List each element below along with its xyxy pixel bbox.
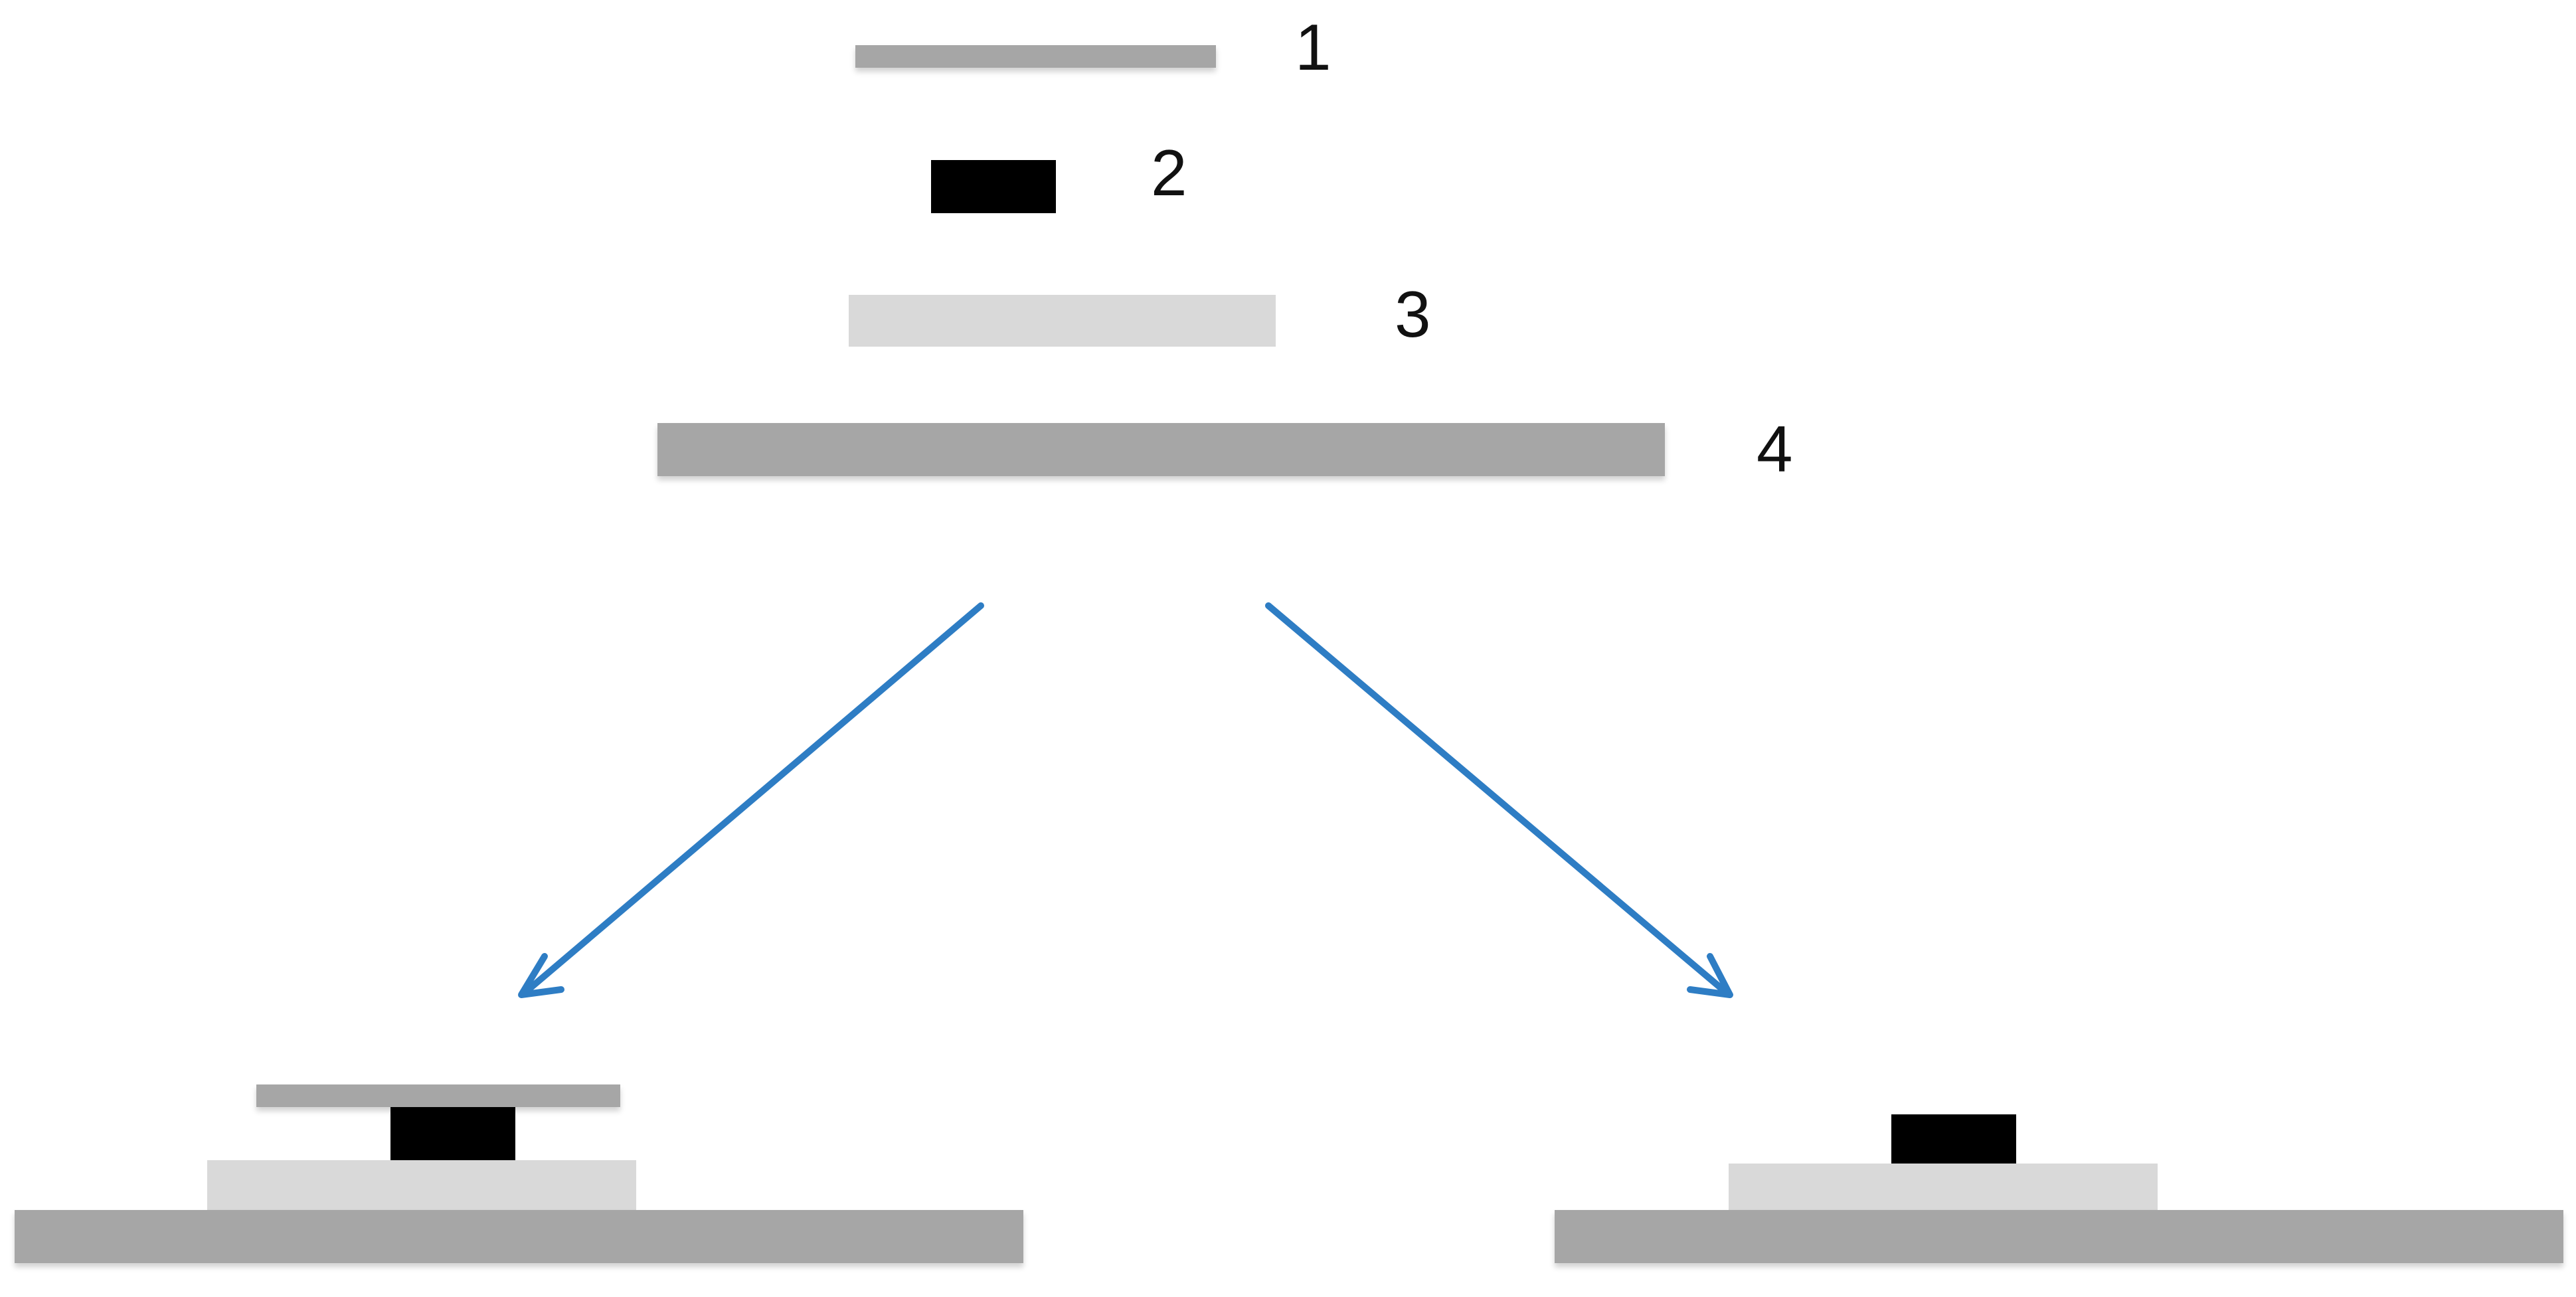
left-stack-layer-3 — [207, 1160, 636, 1213]
left-stack-layer-2 — [390, 1107, 515, 1160]
layer-2-block — [931, 160, 1056, 213]
layer-3-bar — [849, 295, 1276, 347]
label-1: 1 — [1295, 11, 1331, 84]
arrow-left — [518, 602, 984, 998]
right-stack-layer-2 — [1891, 1114, 2016, 1167]
left-stack-layer-1 — [256, 1084, 620, 1107]
layer-1-bar — [855, 45, 1216, 68]
left-stack-substrate — [15, 1210, 1023, 1263]
layer-4-substrate — [657, 423, 1665, 476]
label-3: 3 — [1395, 278, 1431, 351]
right-stack-substrate — [1555, 1210, 2563, 1263]
label-4: 4 — [1757, 412, 1793, 485]
right-stack-layer-3 — [1729, 1164, 2158, 1217]
label-2: 2 — [1151, 136, 1187, 209]
arrow-right — [1265, 602, 1733, 998]
